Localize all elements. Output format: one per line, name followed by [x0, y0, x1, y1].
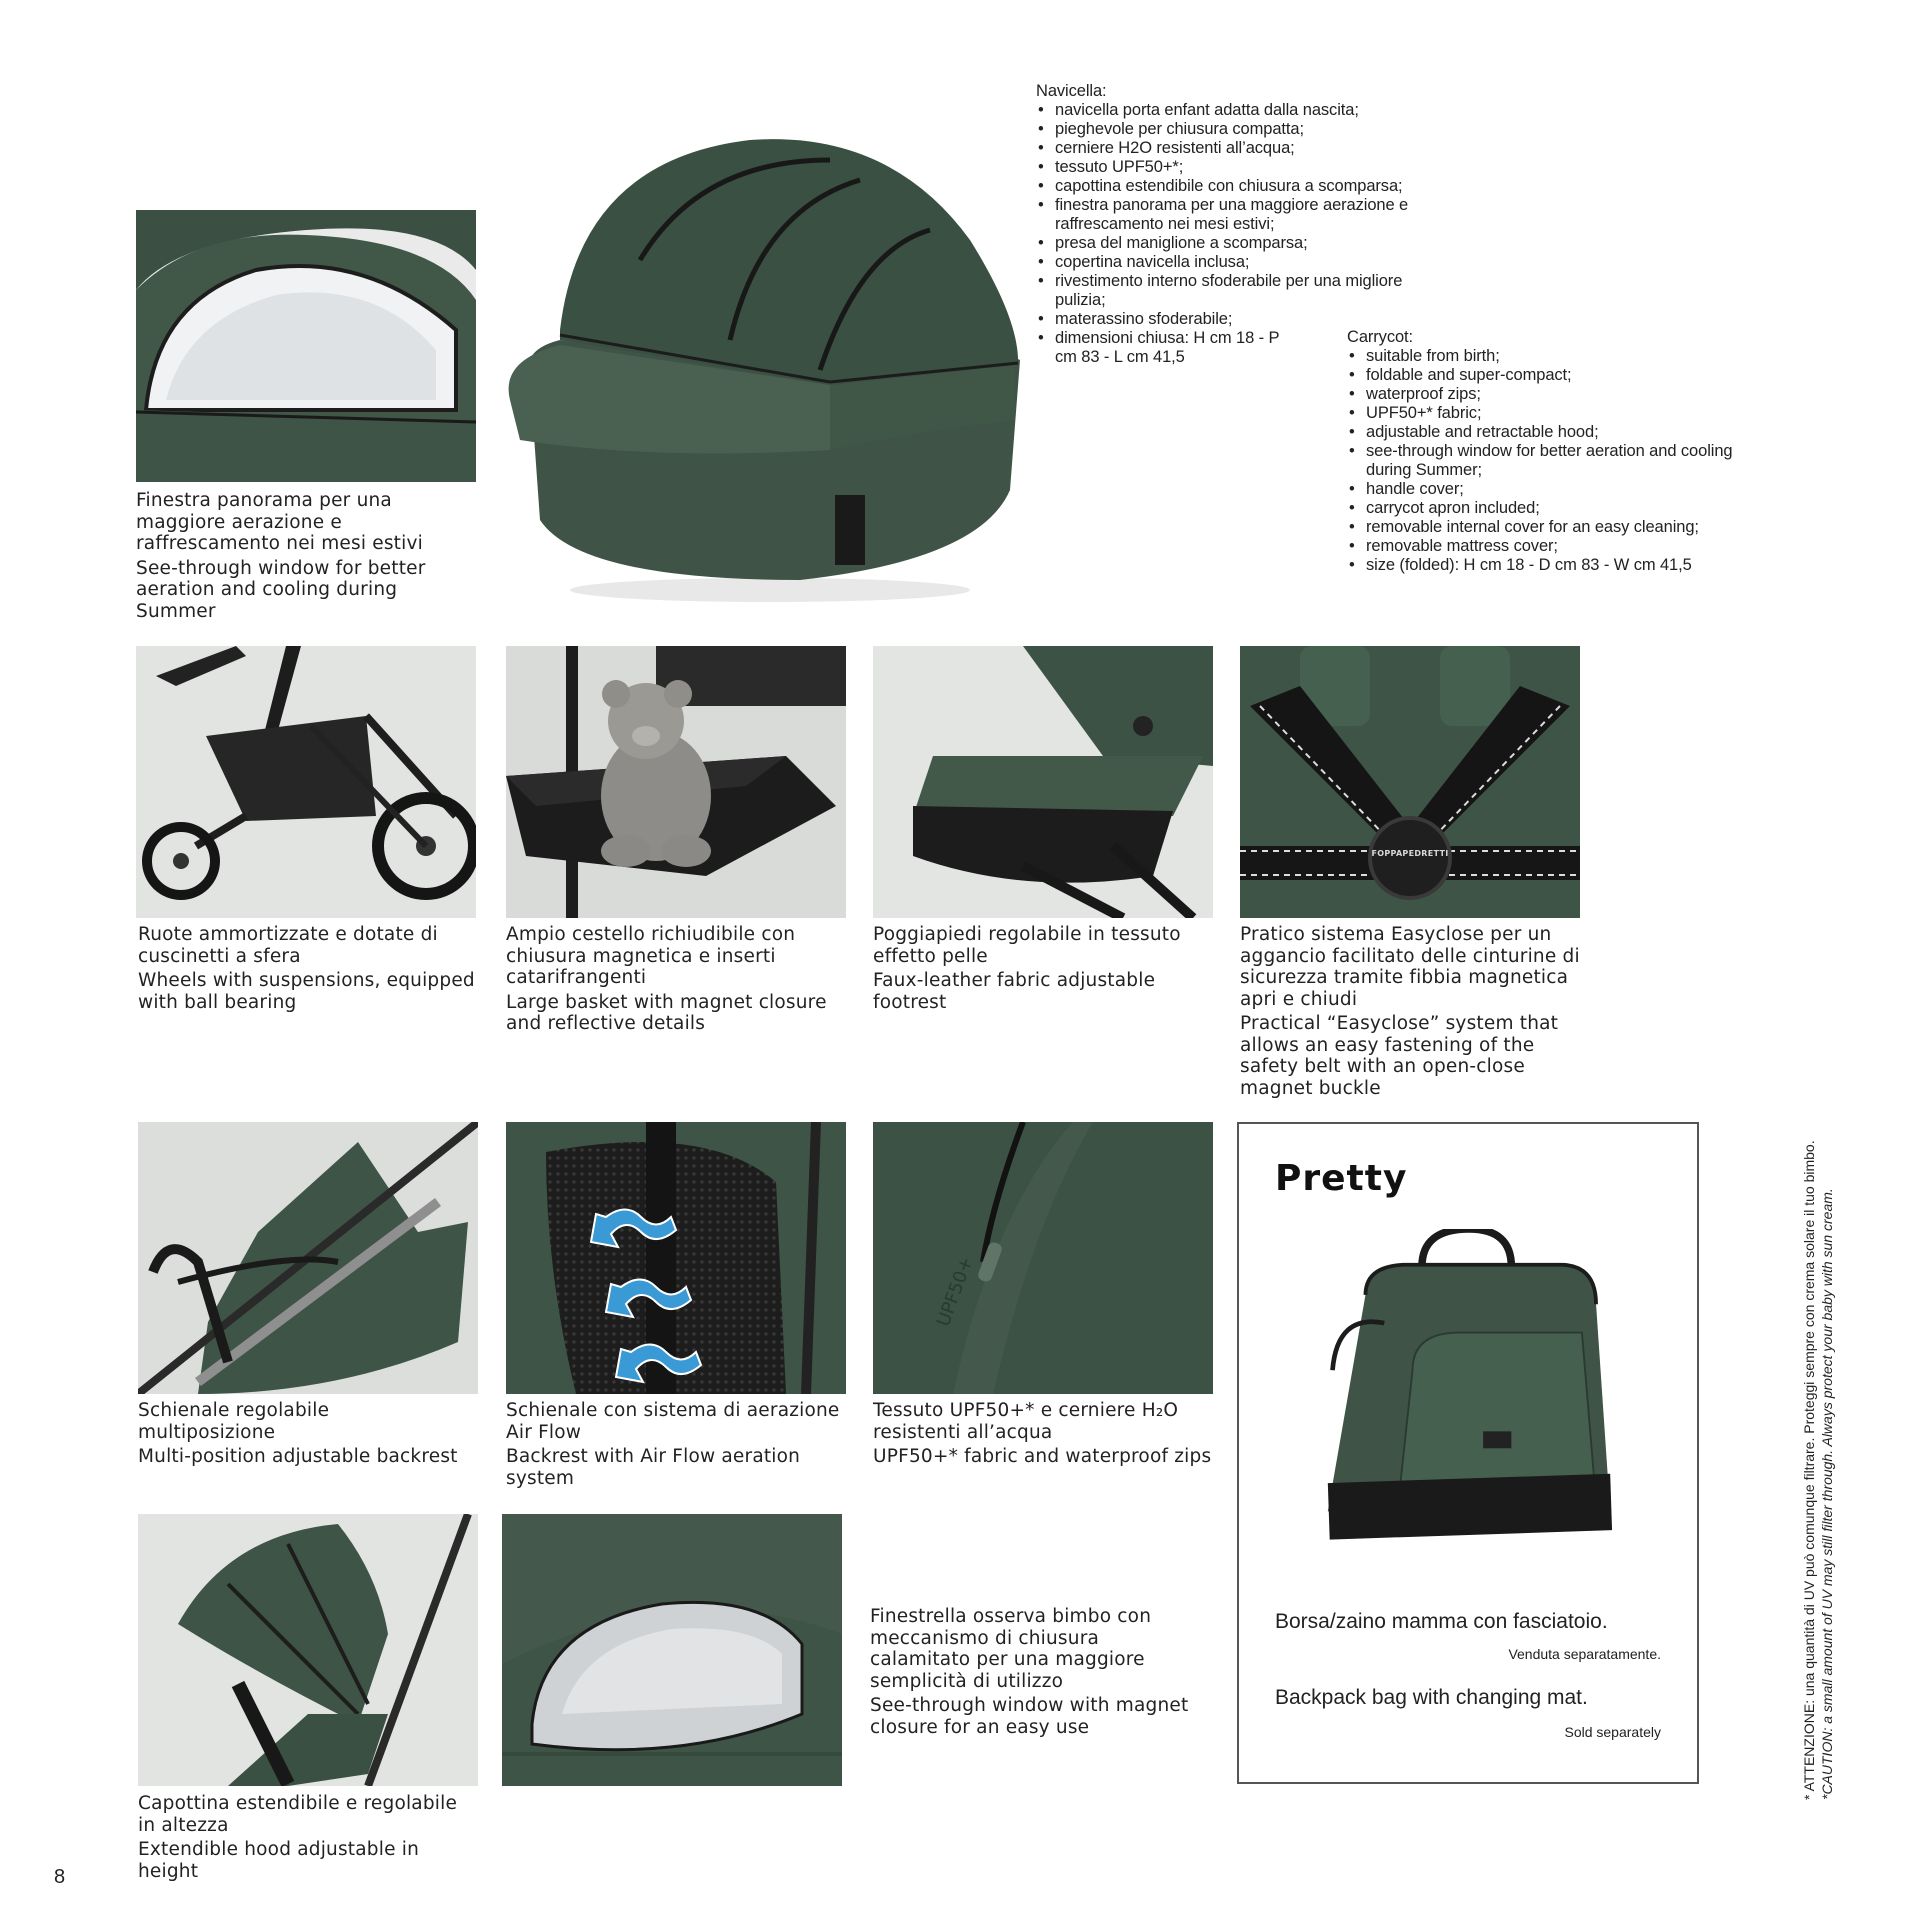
spec-en-item: adjustable and retractable hood; [1347, 423, 1747, 442]
caption-footrest: Poggiapiedi regolabile in tessuto effett… [873, 924, 1213, 1013]
spec-en-item: see-through window for better aeration a… [1347, 442, 1746, 480]
pretty-desc-en: Backpack bag with changing mat. [1275, 1686, 1588, 1709]
spec-en-item: carrycot apron included; [1347, 499, 1747, 518]
caption-easyclose-en: Practical “Easyclose” system that allows… [1240, 1013, 1559, 1099]
caption-easyclose-it: Pratico sistema Easyclose per un agganci… [1240, 924, 1580, 1010]
spec-it-item: cerniere H2O resistenti all’acqua; [1036, 139, 1436, 158]
caption-backrest-en: Multi-position adjustable backrest [138, 1446, 458, 1467]
caption-wheels: Ruote ammortizzate e dotate di cuscinett… [138, 924, 478, 1013]
photo-footrest [873, 646, 1213, 918]
spec-it-item: rivestimento interno sfoderabile per una… [1036, 272, 1415, 310]
caption-footrest-it: Poggiapiedi regolabile in tessuto effett… [873, 924, 1181, 967]
pretty-note-en: Sold separately [1564, 1724, 1661, 1740]
uv-caution-note: * ATTENZIONE: una quantità di UV può com… [1800, 1140, 1836, 1800]
pretty-title: Pretty [1275, 1158, 1408, 1199]
spec-en-item: waterproof zips; [1347, 385, 1747, 404]
caption-peek: Finestrella osserva bimbo con meccanismo… [870, 1606, 1190, 1738]
caption-airflow: Schienale con sistema di aerazione Air F… [506, 1400, 856, 1489]
spec-it-item: materassino sfoderabile; [1036, 310, 1436, 329]
caption-wheels-en: Wheels with suspensions, equipped with b… [138, 970, 475, 1013]
spec-en-item: foldable and super-compact; [1347, 366, 1747, 385]
uv-note-it: * ATTENZIONE: una quantità di UV può com… [1801, 1140, 1817, 1800]
caption-fabric: Tessuto UPF50+* e cerniere H₂O resistent… [873, 1400, 1213, 1468]
spec-it-item: presa del maniglione a scomparsa; [1036, 234, 1436, 253]
photo-carrycot [500, 120, 1030, 610]
caption-window-it: Finestra panorama per una maggiore aeraz… [136, 490, 423, 554]
spec-en-item: UPF50+* fabric; [1347, 404, 1747, 423]
photo-wheels [136, 646, 476, 918]
caption-hood-en: Extendible hood adjustable in height [138, 1839, 419, 1882]
spec-en-item: handle cover; [1347, 480, 1747, 499]
caption-airflow-en: Backrest with Air Flow aeration system [506, 1446, 801, 1489]
spec-it-item: pieghevole per chiusura compatta; [1036, 120, 1436, 139]
photo-carrycot-window [136, 210, 476, 482]
caption-backrest: Schienale regolabile multiposizione Mult… [138, 1400, 468, 1468]
caption-window: Finestra panorama per una maggiore aeraz… [136, 490, 456, 622]
spec-it-item: tessuto UPF50+*; [1036, 158, 1436, 177]
photo-backrest [138, 1122, 478, 1394]
spec-en-item: suitable from birth; [1347, 347, 1747, 366]
pretty-desc-it: Borsa/zaino mamma con fasciatoio. [1275, 1610, 1608, 1633]
spec-en-item: removable mattress cover; [1347, 537, 1747, 556]
buckle-logo: FOPPAPEDRETTI [1371, 849, 1449, 858]
spec-it-item: dimensioni chiusa: H cm 18 - P cm 83 - L… [1036, 329, 1305, 367]
spec-en-item: removable internal cover for an easy cle… [1347, 518, 1747, 537]
carrycot-specs-it: Navicella: navicella porta enfant adatta… [1036, 82, 1436, 367]
pretty-note-it: Venduta separatamente. [1508, 1646, 1661, 1662]
photo-easyclose: FOPPAPEDRETTI [1240, 646, 1580, 918]
caption-basket-it: Ampio cestello richiudibile con chiusura… [506, 924, 796, 988]
caption-fabric-en: UPF50+* fabric and waterproof zips [873, 1446, 1212, 1467]
pretty-backpack-box: Pretty Borsa/zaino mamma con fasciatoio.… [1237, 1122, 1699, 1784]
uv-note-en: *CAUTION: a small amount of UV may still… [1819, 1188, 1835, 1800]
caption-basket-en: Large basket with magnet closure and ref… [506, 991, 827, 1035]
spec-it-item: capottina estendibile con chiusura a sco… [1036, 177, 1436, 196]
spec-it-item: copertina navicella inclusa; [1036, 253, 1436, 272]
photo-fabric-zip: UPF50+ [873, 1122, 1213, 1394]
caption-backrest-it: Schienale regolabile multiposizione [138, 1400, 330, 1443]
photo-hood [138, 1514, 478, 1786]
spec-it-item: navicella porta enfant adatta dalla nasc… [1036, 101, 1436, 120]
spec-en-item: size (folded): H cm 18 - D cm 83 - W cm … [1347, 556, 1747, 575]
caption-footrest-en: Faux-leather fabric adjustable footrest [873, 970, 1156, 1013]
caption-window-en: See-through window for better aeration a… [136, 557, 426, 622]
caption-peek-en: See-through window with magnet closure f… [870, 1695, 1189, 1738]
page-number: 8 [54, 1866, 66, 1888]
spec-it-item: finestra panorama per una maggiore aeraz… [1036, 196, 1435, 234]
photo-peek-window [502, 1514, 842, 1786]
caption-hood-it: Capottina estendibile e regolabile in al… [138, 1793, 458, 1836]
caption-peek-it: Finestrella osserva bimbo con meccanismo… [870, 1606, 1152, 1692]
caption-airflow-it: Schienale con sistema di aerazione Air F… [506, 1400, 840, 1443]
backpack-image [1327, 1229, 1613, 1540]
caption-hood: Capottina estendibile e regolabile in al… [138, 1793, 478, 1882]
carrycot-specs-it-heading: Navicella: [1036, 82, 1107, 100]
carrycot-specs-en: Carrycot: suitable from birth; foldable … [1347, 328, 1747, 575]
photo-basket [506, 646, 846, 918]
photo-airflow [506, 1122, 846, 1394]
caption-wheels-it: Ruote ammortizzate e dotate di cuscinett… [138, 924, 438, 967]
caption-basket: Ampio cestello richiudibile con chiusura… [506, 924, 856, 1035]
caption-easyclose: Pratico sistema Easyclose per un agganci… [1240, 924, 1585, 1099]
caption-fabric-it: Tessuto UPF50+* e cerniere H₂O resistent… [873, 1400, 1179, 1443]
carrycot-specs-en-heading: Carrycot: [1347, 328, 1414, 346]
